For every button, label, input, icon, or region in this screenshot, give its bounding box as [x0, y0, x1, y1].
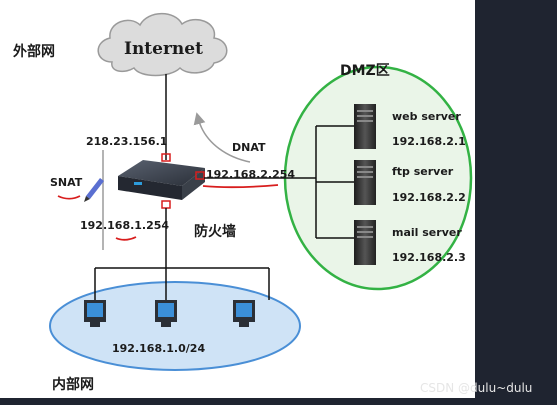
lan-gateway-ip-label: 192.168.1.254: [80, 219, 170, 232]
wan-ip-label: 218.23.156.1: [86, 135, 168, 148]
lan-pc-2-icon: [155, 300, 177, 327]
dmz-zone-label: DMZ区: [340, 63, 390, 79]
dnat-label: DNAT: [232, 141, 266, 154]
ftp-server-ip: 192.168.2.2: [392, 191, 466, 204]
lan-ip-underline: [115, 236, 137, 241]
csdn-watermark: CSDN @dulu~dulu: [420, 381, 533, 395]
web-server-icon: [354, 104, 376, 149]
dmz-ip-underline: [202, 184, 279, 188]
dmz-port-marker: [195, 171, 205, 180]
firewall-device-icon: [118, 160, 205, 200]
wan-port-marker: [161, 153, 171, 162]
network-diagram: [49, 12, 473, 371]
lan-pc-1-icon: [84, 300, 106, 327]
lan-zone-ellipse: [49, 281, 301, 371]
web-server-ip: 192.168.2.1: [392, 135, 466, 148]
internet-label: Internet: [124, 39, 203, 59]
mail-server-name: mail server: [392, 226, 462, 239]
web-server-name: web server: [392, 110, 461, 123]
pencil-icon: [84, 178, 104, 202]
dark-bottom-bar: [0, 398, 557, 405]
lan-pc-3-icon: [233, 300, 255, 327]
mail-server-ip: 192.168.2.3: [392, 251, 466, 264]
lan-subnet-label: 192.168.1.0/24: [112, 342, 206, 355]
ftp-server-icon: [354, 160, 376, 205]
inner-network-label: 内部网: [52, 377, 94, 393]
snat-underline: [57, 195, 81, 200]
lan-port-marker: [161, 200, 171, 209]
snat-label: SNAT: [50, 176, 83, 189]
ftp-server-name: ftp server: [392, 165, 454, 178]
dnat-flow-arrow: [193, 112, 251, 163]
outer-network-label: 外部网: [13, 44, 55, 60]
firewall-label: 防火墙: [194, 224, 236, 240]
mail-server-icon: [354, 220, 376, 265]
dmz-gateway-ip-label: 192.168.2.254: [206, 168, 296, 181]
dark-side-panel: [475, 0, 557, 405]
internet-cloud-icon: [97, 12, 228, 77]
